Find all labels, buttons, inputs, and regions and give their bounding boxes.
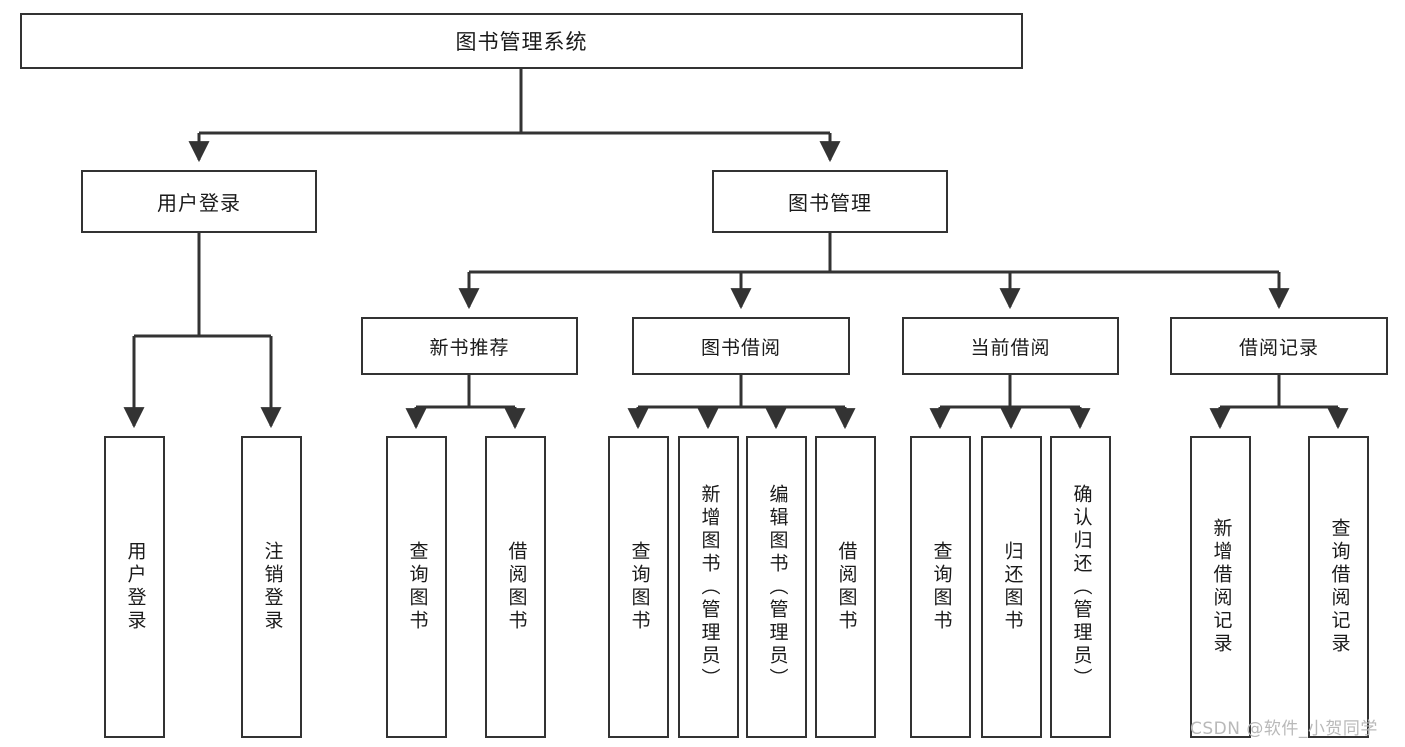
node-leaf-query-borrow-record-label: 查询借阅记录	[1328, 518, 1351, 656]
node-leaf-return-book-label: 归还图书	[1001, 541, 1024, 633]
node-leaf-add-book[interactable]: 新增图书（管理员）	[678, 436, 739, 738]
node-leaf-logout-login[interactable]: 注销登录	[241, 436, 302, 738]
node-leaf-query-borrow-record[interactable]: 查询借阅记录	[1308, 436, 1369, 738]
node-user-login[interactable]: 用户登录	[81, 170, 317, 233]
node-leaf-user-login[interactable]: 用户登录	[104, 436, 165, 738]
node-user-login-label: 用户登录	[157, 191, 241, 215]
node-leaf-borrow-book[interactable]: 借阅图书	[815, 436, 876, 738]
node-leaf-logout-login-label: 注销登录	[261, 541, 284, 633]
node-borrow-record-label: 借阅记录	[1238, 336, 1319, 359]
node-leaf-edit-book[interactable]: 编辑图书（管理员）	[746, 436, 807, 738]
node-leaf-add-book-label: 新增图书（管理员）	[698, 483, 721, 691]
node-leaf-user-login-label: 用户登录	[124, 541, 147, 633]
node-leaf-add-borrow-record-label: 新增借阅记录	[1210, 518, 1233, 656]
node-leaf-edit-book-label: 编辑图书（管理员）	[766, 483, 789, 691]
node-root[interactable]: 图书管理系统	[20, 13, 1023, 69]
node-leaf-query-book-rec-label: 查询图书	[406, 541, 429, 633]
node-leaf-confirm-return[interactable]: 确认归还（管理员）	[1050, 436, 1111, 738]
node-leaf-borrow-book-label: 借阅图书	[835, 541, 858, 633]
node-leaf-query-book-rec[interactable]: 查询图书	[386, 436, 447, 738]
node-book-borrow[interactable]: 图书借阅	[632, 317, 850, 375]
node-book-manage[interactable]: 图书管理	[712, 170, 948, 233]
node-leaf-confirm-return-label: 确认归还（管理员）	[1070, 483, 1093, 691]
node-root-label: 图书管理系统	[455, 30, 588, 54]
node-new-book-rec-label: 新书推荐	[429, 336, 510, 359]
node-leaf-return-book[interactable]: 归还图书	[981, 436, 1042, 738]
node-leaf-add-borrow-record[interactable]: 新增借阅记录	[1190, 436, 1251, 738]
node-book-borrow-label: 图书借阅	[700, 336, 781, 359]
node-borrow-record[interactable]: 借阅记录	[1170, 317, 1388, 375]
node-leaf-borrow-book-rec[interactable]: 借阅图书	[485, 436, 546, 738]
node-leaf-borrow-book-rec-label: 借阅图书	[505, 541, 528, 633]
node-leaf-query-book-cur-label: 查询图书	[930, 541, 953, 633]
csdn-watermark: CSDN @软件_小贺同学	[1190, 719, 1378, 739]
node-leaf-query-book-cur[interactable]: 查询图书	[910, 436, 971, 738]
node-current-borrow[interactable]: 当前借阅	[902, 317, 1119, 375]
node-leaf-query-book-borrow[interactable]: 查询图书	[608, 436, 669, 738]
node-current-borrow-label: 当前借阅	[970, 336, 1051, 359]
node-new-book-rec[interactable]: 新书推荐	[361, 317, 578, 375]
node-book-manage-label: 图书管理	[788, 191, 872, 215]
node-leaf-query-book-borrow-label: 查询图书	[628, 541, 651, 633]
